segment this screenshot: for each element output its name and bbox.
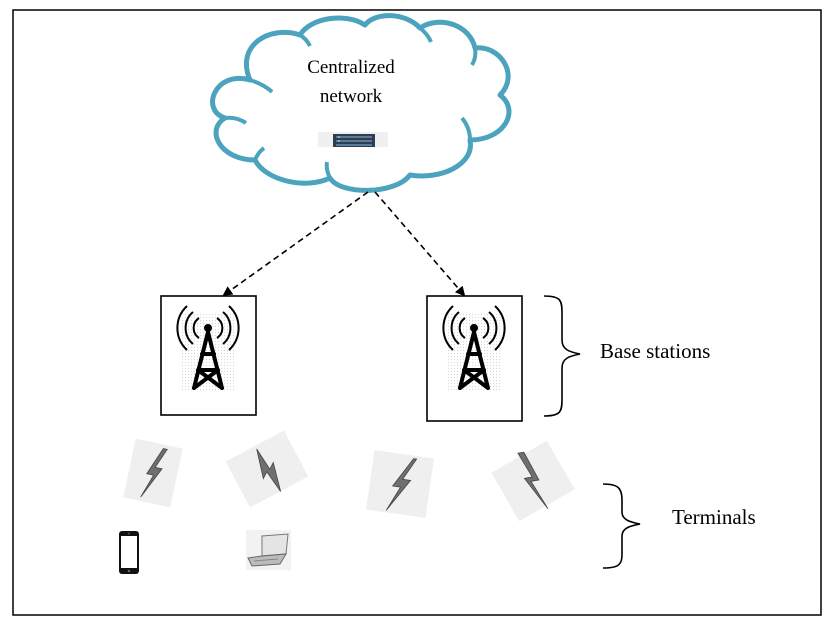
terminals-label: Terminals (672, 505, 756, 529)
cloud-label-line2: network (320, 86, 383, 107)
base-stations-brace (543, 295, 581, 417)
smartphone-icon (119, 531, 139, 574)
base-station-1 (160, 295, 257, 416)
lightning-bolt-icon (366, 450, 434, 518)
terminals-brace (602, 483, 641, 569)
centralized-network-cloud: Centralized network (210, 13, 512, 193)
lightning-bolt-icon (491, 440, 575, 522)
lightning-bolt-icon (225, 430, 309, 508)
base-station-2 (426, 295, 523, 422)
link-arrow-right (374, 191, 466, 297)
lightning-bolt-icon (123, 438, 183, 508)
radio-tower-icon (176, 305, 240, 392)
cloud-label-line1: Centralized (307, 57, 395, 78)
server-rack-icon (318, 132, 388, 147)
cloud-icon (210, 13, 512, 193)
radio-tower-icon (442, 305, 506, 392)
laptop-icon (246, 530, 291, 570)
base-stations-label: Base stations (600, 339, 710, 363)
